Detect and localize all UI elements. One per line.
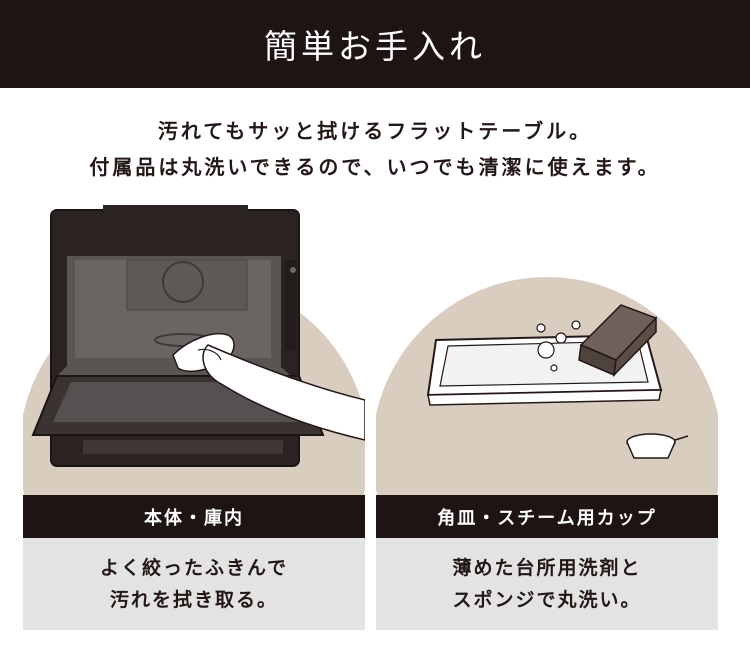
desc-line-2: 汚れを拭き取る。 xyxy=(109,589,278,611)
desc-line-2: スポンジで丸洗い。 xyxy=(452,589,642,611)
intro-line-1: 汚れてもサッと拭けるフラットテーブル。 xyxy=(157,119,593,143)
header-title: 簡単お手入れ xyxy=(264,27,486,66)
intro-line-2: 付属品は丸洗いできるので、いつでも清潔に使えます。 xyxy=(89,155,661,179)
oven-illustration xyxy=(23,205,365,500)
panel-description: 薄めた台所用洗剤と スポンジで丸洗い。 xyxy=(376,538,718,630)
desc-line-1: 薄めた台所用洗剤と xyxy=(452,557,642,579)
tray-illustration xyxy=(376,277,718,500)
panel-label: 本体・庫内 xyxy=(23,495,365,538)
desc-line-1: よく絞ったふきんで xyxy=(99,557,289,579)
panel-label: 角皿・スチーム用カップ xyxy=(376,495,718,538)
intro-text: 汚れてもサッと拭けるフラットテーブル。 付属品は丸洗いできるので、いつでも清潔に… xyxy=(0,113,750,185)
header-banner: 簡単お手入れ xyxy=(0,0,750,88)
panel-description: よく絞ったふきんで 汚れを拭き取る。 xyxy=(23,538,365,630)
panel-oven-body: 本体・庫内 よく絞ったふきんで 汚れを拭き取る。 xyxy=(23,200,365,630)
panel-tray-cup: 角皿・スチーム用カップ 薄めた台所用洗剤と スポンジで丸洗い。 xyxy=(376,200,718,630)
